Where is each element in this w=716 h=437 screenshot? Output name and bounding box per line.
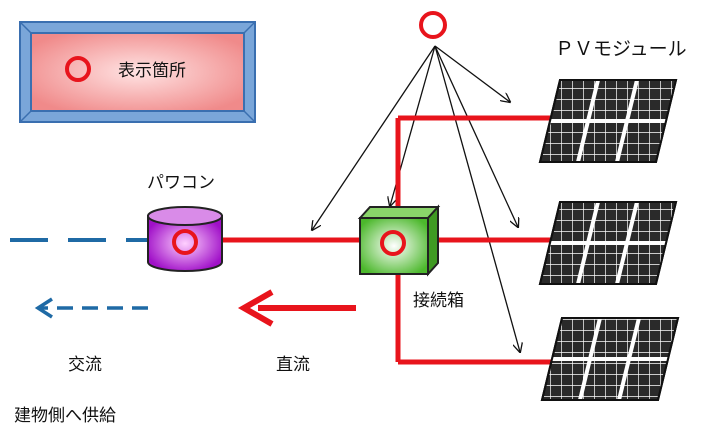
legend-marker-icon [65,56,91,82]
legend-box: 表示箇所 [19,21,256,123]
solar-panel-icon [538,201,678,285]
pcs-marker-icon [172,229,198,255]
supply-label: 建物側へ供給 [14,406,116,426]
legend-label: 表示箇所 [118,61,186,81]
junction-box-icon [357,204,441,277]
power-conditioner-icon [147,206,223,272]
ac-label: 交流 [68,355,102,375]
power-conditioner-label: パワコン [147,173,215,193]
junction-box-label: 接続箱 [413,291,464,311]
junction-marker-icon [380,230,406,256]
pv-module-1 [538,79,678,163]
ac-flow-arrow-icon [34,297,148,319]
pv-module-label: ＰＶモジュール [555,38,687,60]
solar-panel-icon [538,79,678,163]
solar-panel-icon [540,317,680,401]
dc-label: 直流 [276,355,310,375]
indicator-circle-icon [419,11,447,39]
dc-flow-arrow-icon [237,289,356,327]
pv-module-2 [538,201,678,285]
pv-module-3 [540,317,680,401]
indicator-arrows [312,45,520,352]
